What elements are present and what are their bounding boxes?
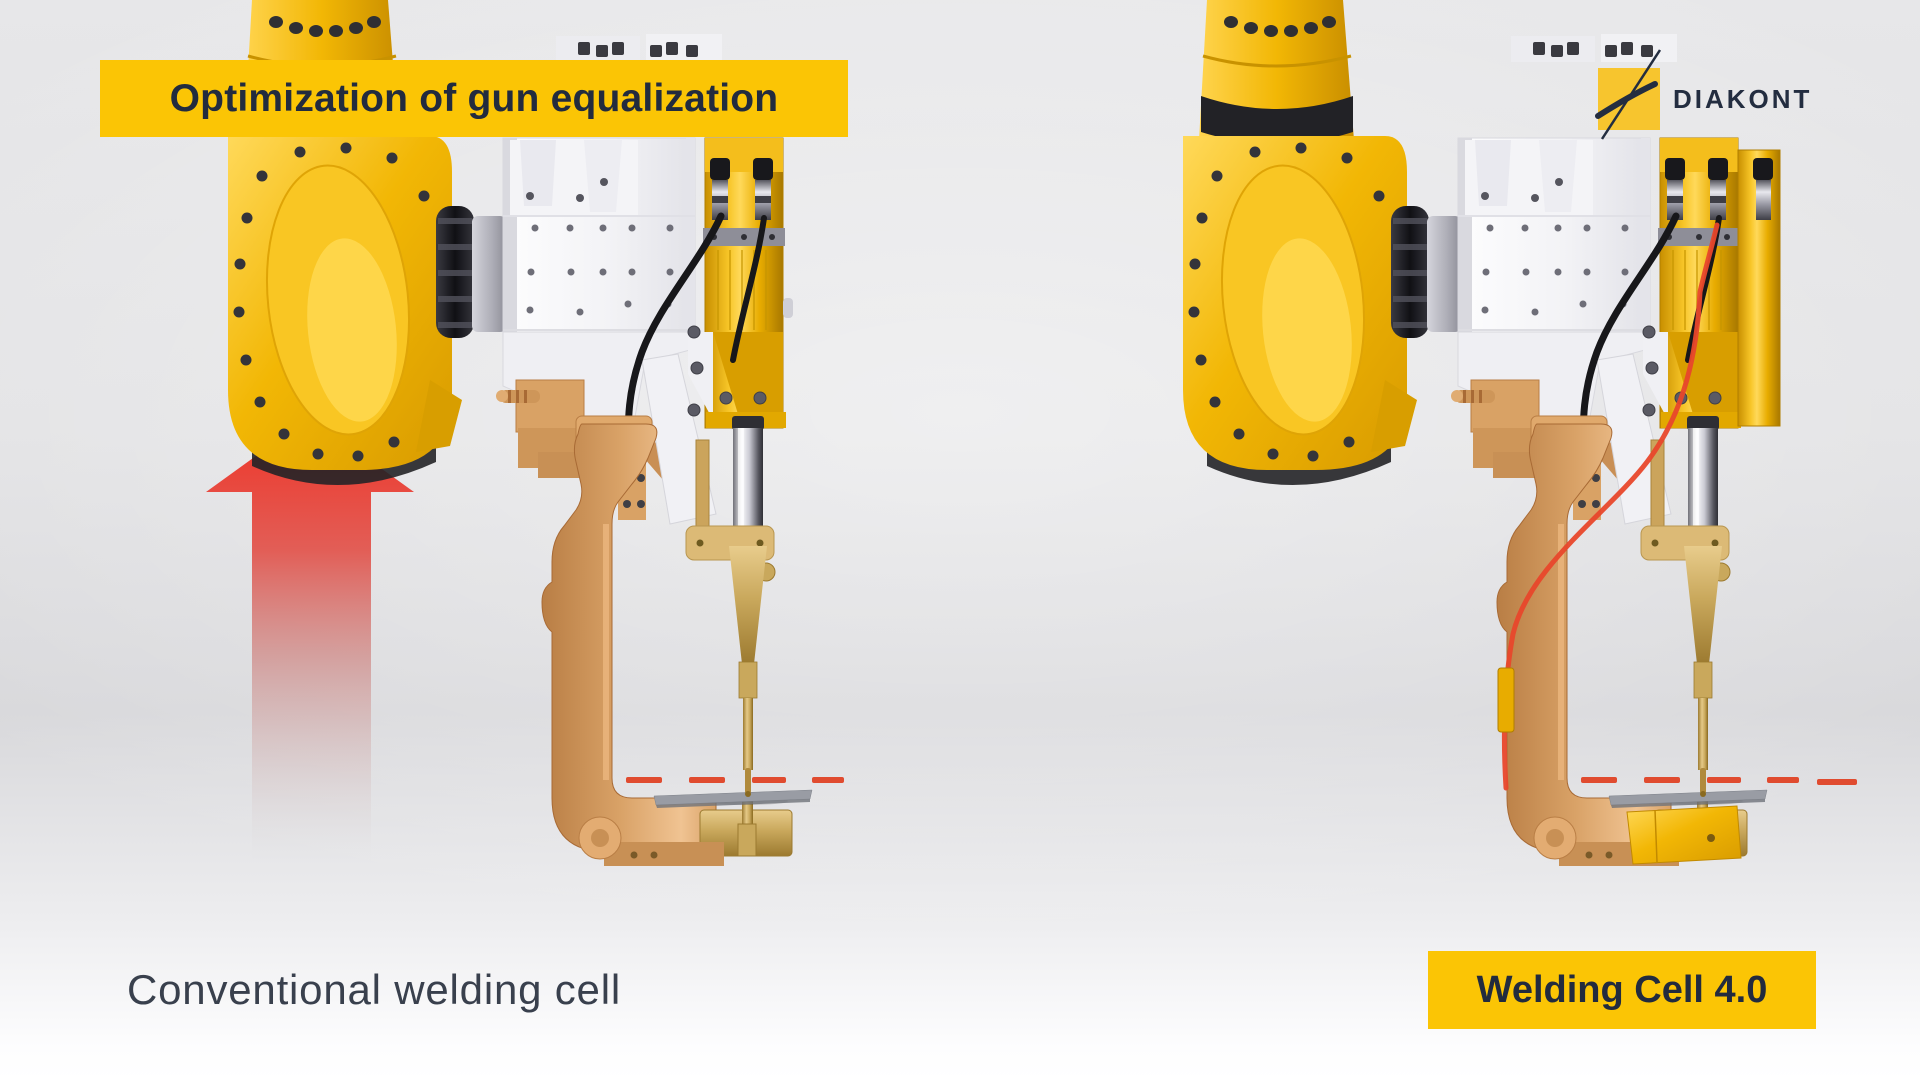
- diakont-bolt-icon: [1595, 49, 1662, 140]
- right-robot-caption-label: Welding Cell 4.0: [1476, 968, 1768, 1011]
- title-banner: Optimization of gun equalization: [100, 60, 848, 137]
- right-robot-caption: Welding Cell 4.0: [1428, 951, 1816, 1029]
- brand-logo: DIAKONT: [1585, 44, 1835, 154]
- arm-sensor-box: [1497, 667, 1515, 733]
- title-banner-label: Optimization of gun equalization: [169, 76, 779, 120]
- up-arrow-icon: [206, 417, 414, 862]
- brand-logo-text: DIAKONT: [1673, 84, 1813, 114]
- lower-sensor-block: [1626, 805, 1742, 865]
- right-robot: [1183, 0, 1857, 866]
- left-robot-caption: Conventional welding cell: [127, 966, 621, 1013]
